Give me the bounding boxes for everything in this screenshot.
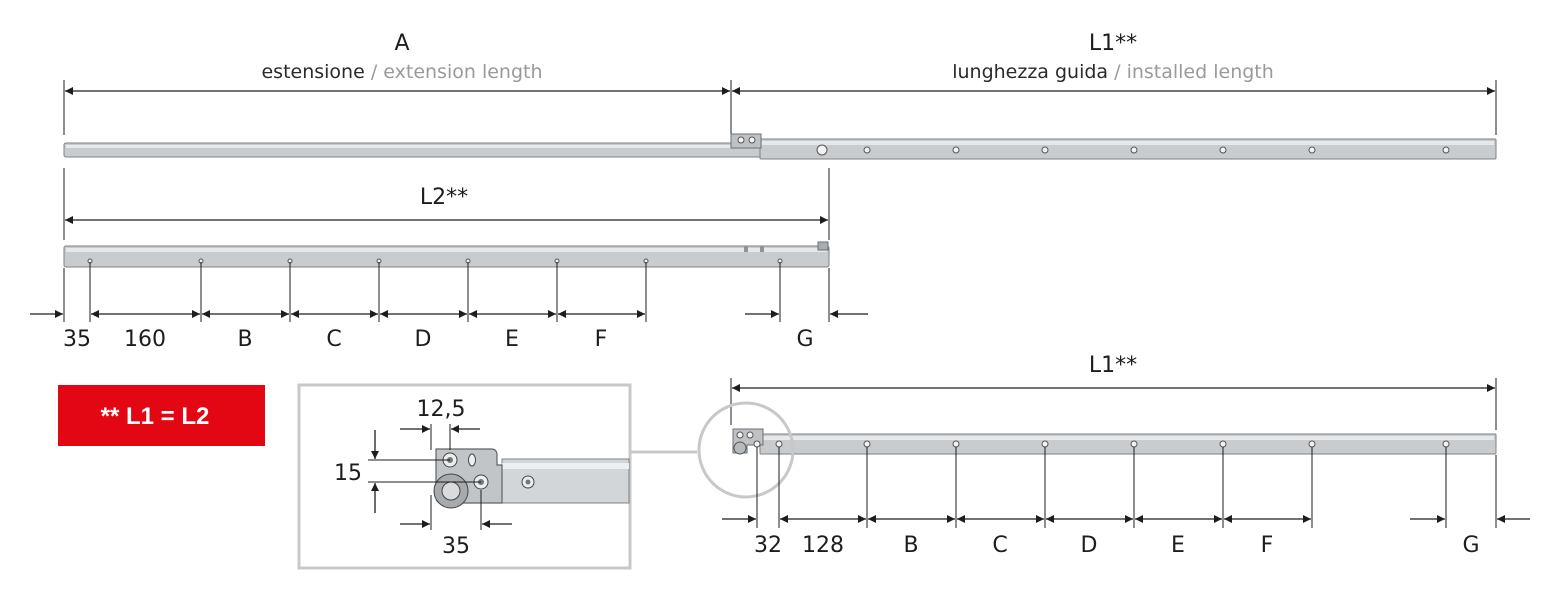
- l1-equals-l2-badge: [58, 385, 265, 446]
- detail-12-5-label: 12,5: [417, 397, 466, 422]
- dim-c-label: C: [326, 327, 341, 352]
- dim-32-label: 32: [754, 533, 782, 558]
- dim-e-label: E: [505, 327, 519, 352]
- dim-l2-label: L2**: [420, 185, 468, 210]
- detail-15-label: 15: [334, 461, 362, 486]
- dim-128-label: 128: [802, 533, 844, 558]
- detail-35-label: 35: [442, 534, 470, 559]
- dim-160-label: 160: [124, 327, 166, 352]
- middle-dimension-lines: [30, 262, 868, 322]
- dim-b-bottom-label: B: [903, 533, 918, 558]
- dim-l1-bottom-label: L1**: [1089, 353, 1137, 378]
- dim-35-label: 35: [63, 327, 91, 352]
- dim-g-bottom-label: G: [1462, 533, 1479, 558]
- dim-a-label: A: [394, 31, 409, 56]
- bottom-dimension-lines: [722, 447, 1530, 528]
- dim-d-label: D: [415, 327, 432, 352]
- badge-text: ** L1 = L2: [101, 403, 210, 430]
- dim-c-bottom-label: C: [992, 533, 1007, 558]
- dim-b-label: B: [237, 327, 252, 352]
- dim-d-bottom-label: D: [1081, 533, 1098, 558]
- slide-closed-rail: [63, 241, 830, 268]
- dim-e-bottom-label: E: [1171, 533, 1185, 558]
- mounting-detail-box: [297, 383, 697, 570]
- magnifier-circle: [697, 401, 795, 499]
- dim-a-subtitle: estensione / extension length: [261, 61, 542, 83]
- dim-g-label: G: [796, 327, 813, 352]
- dim-l1-top-label: L1**: [1089, 31, 1137, 56]
- dim-f-bottom-label: F: [1261, 533, 1274, 558]
- slide-extended-rail: [63, 133, 1497, 160]
- dim-f-label: F: [595, 327, 608, 352]
- slide-bottom-rail: [697, 401, 1497, 499]
- dim-l1-top-subtitle: lunghezza guida / installed length: [952, 61, 1274, 83]
